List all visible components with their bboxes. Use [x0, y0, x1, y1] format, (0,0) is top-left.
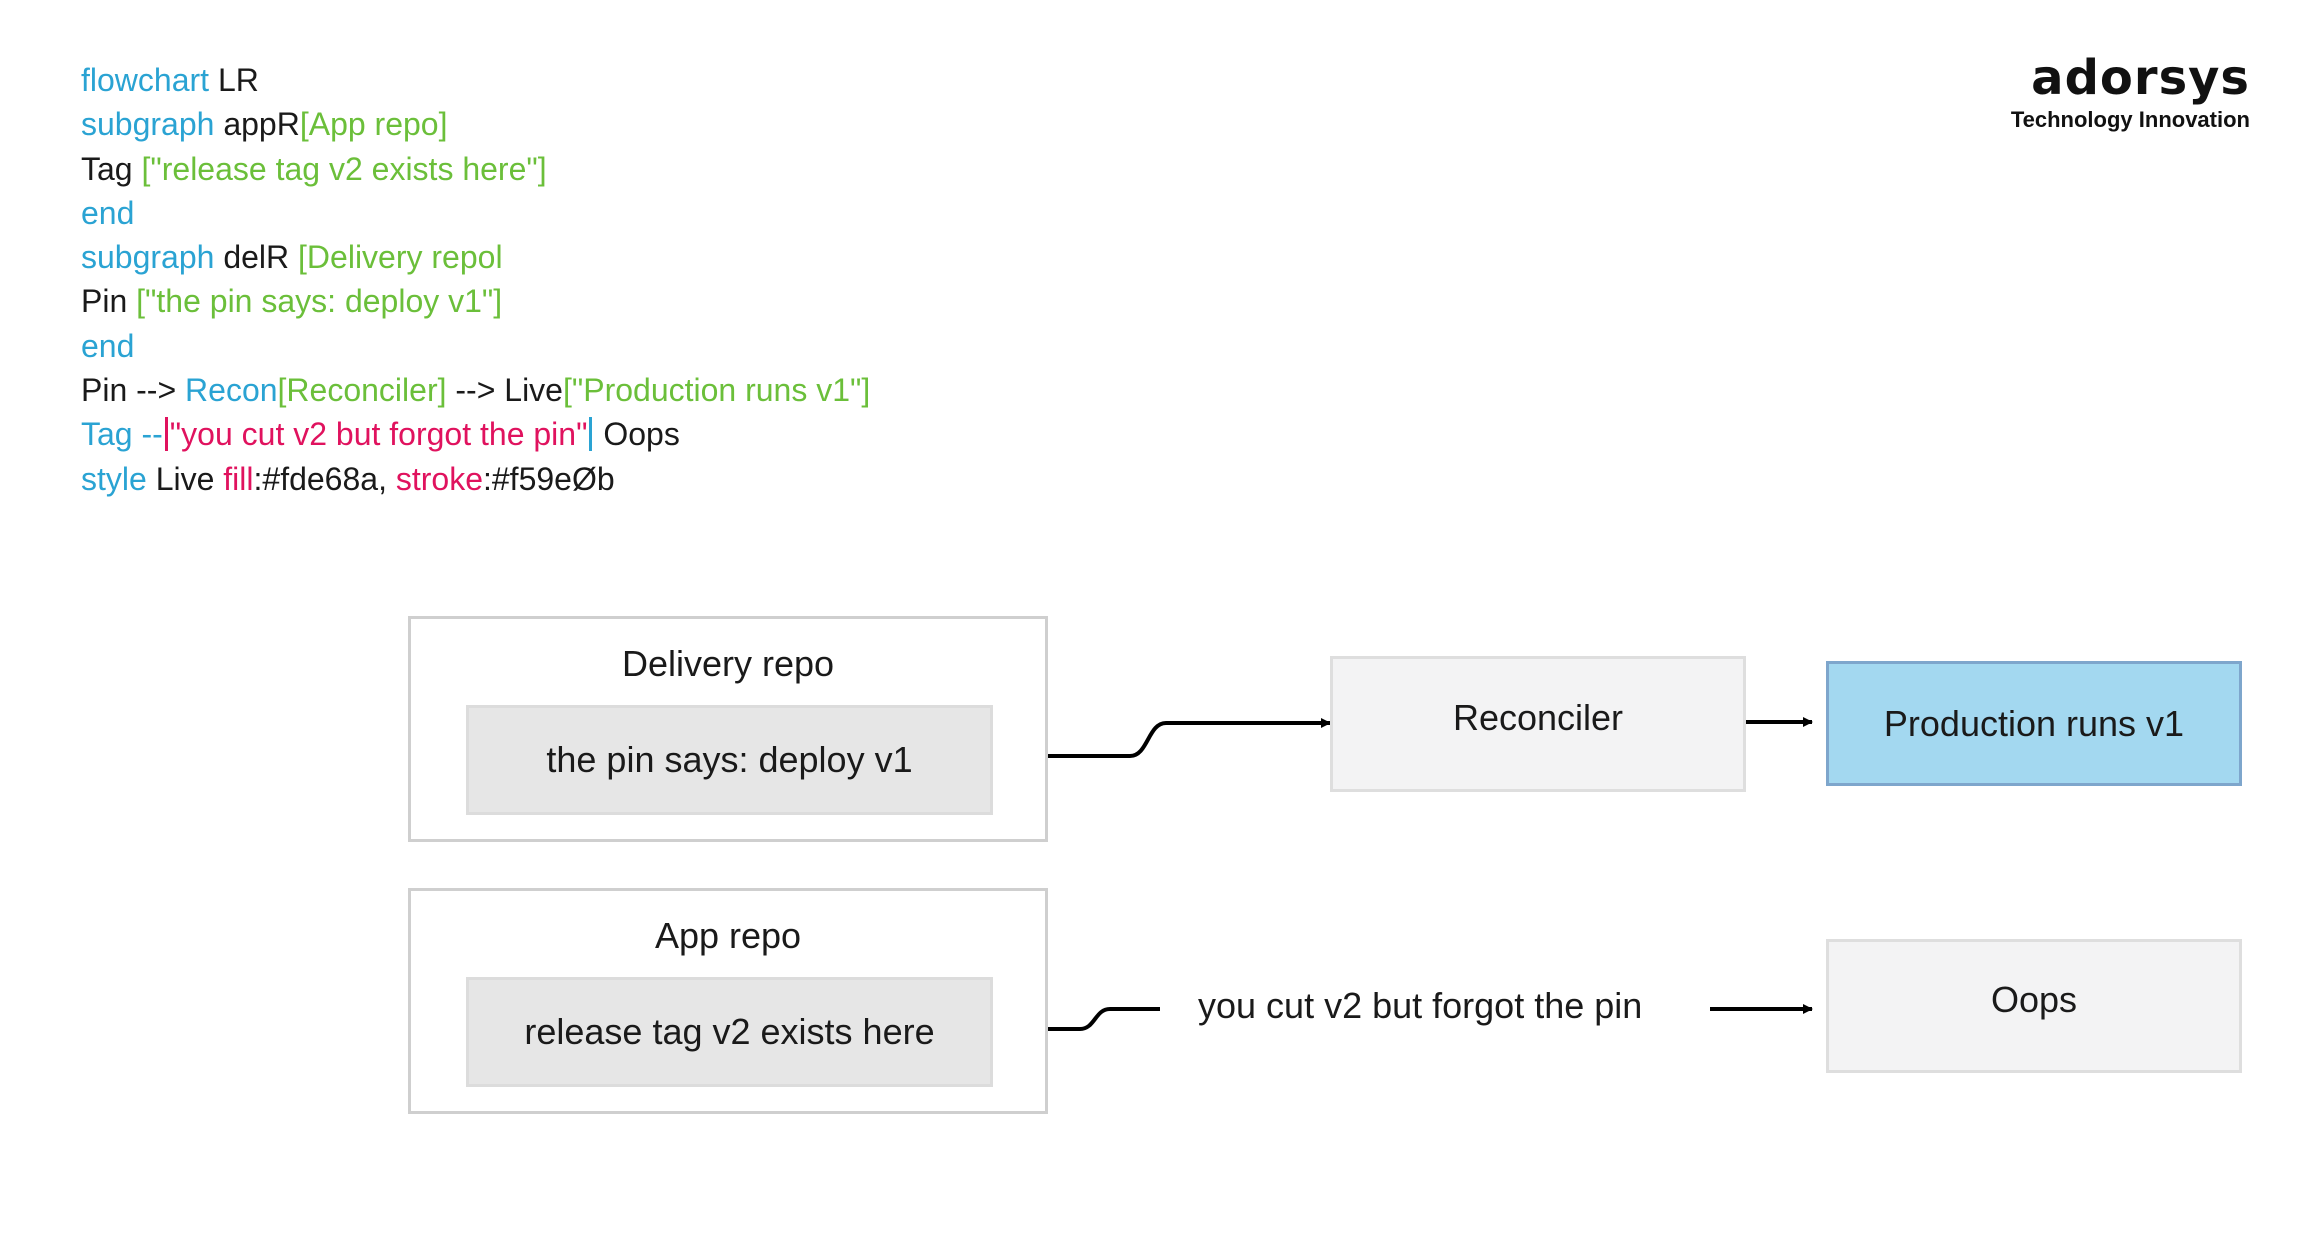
logo-tagline: Technology Innovation	[2010, 107, 2250, 132]
code-token: Pin -->	[81, 372, 186, 409]
code-token: ["release tag v2 exists here"]	[141, 150, 547, 187]
code-token: stroke	[395, 460, 483, 497]
code-token: LR	[209, 62, 259, 98]
oops-label: Oops	[1990, 979, 2078, 1020]
code-token: ["the pin says: deploy v1"]	[136, 283, 503, 320]
code-line: Pin --> Recon[Reconciler] --> Live["Prod…	[81, 368, 870, 412]
code-token: delR	[214, 239, 299, 276]
code-token: ["Production runs v1"]	[562, 372, 871, 409]
app-repo-title: App repo	[654, 915, 802, 956]
code-token: Tag	[81, 150, 142, 187]
code-line: Tag ["release tag v2 exists here"]	[81, 147, 870, 191]
code-token: [Reconciler]	[277, 372, 447, 409]
code-token: :#fde68a,	[253, 460, 396, 497]
code-token: style	[81, 460, 147, 497]
code-line: end	[81, 191, 870, 235]
live-node: Production runs v1	[1826, 661, 2242, 786]
code-line: Tag --"you cut v2 but forgot the pin" Oo…	[81, 412, 870, 456]
code-token: fill	[223, 460, 254, 497]
edge-tag-to-label	[998, 1007, 1160, 1031]
code-token: flowchart	[81, 62, 210, 98]
code-token: end	[81, 327, 135, 364]
logo-wordmark: adorsys	[2031, 50, 2250, 106]
code-token: Pin	[81, 283, 137, 320]
delivery-repo-title: Delivery repo	[621, 643, 835, 684]
tag-node: release tag v2 exists here	[466, 977, 993, 1087]
code-line: style Live fill:#fde68a, stroke:#f59eØb	[81, 457, 870, 501]
logo: adorsys Technology Innovation	[1980, 52, 2250, 134]
edge-label-forgot-pin: you cut v2 but forgot the pin	[1192, 985, 1649, 1027]
pin-node-label: the pin says: deploy v1	[546, 739, 913, 780]
tag-node-label: release tag v2 exists here	[524, 1011, 935, 1052]
code-token: appR	[214, 106, 300, 143]
reconciler-node: Reconciler	[1330, 656, 1746, 792]
code-token: "you cut v2 but forgot the pin"	[169, 416, 588, 453]
code-token: Oops	[594, 416, 680, 453]
reconciler-label: Reconciler	[1452, 697, 1624, 738]
code-token: [App repo]	[299, 106, 448, 143]
code-token: Live	[146, 460, 224, 497]
code-line: subgraph delR [Delivery repol	[81, 235, 870, 279]
text-cursor-mark	[589, 417, 593, 452]
code-token: end	[81, 194, 135, 231]
code-token: subgraph	[81, 106, 215, 143]
live-label: Production runs v1	[1883, 702, 2185, 744]
code-token: [Delivery repol	[298, 239, 503, 276]
code-token: :#f59eØb	[482, 460, 615, 497]
code-token: --> Live	[446, 372, 563, 409]
code-token: Tag --	[81, 416, 163, 453]
pin-node: the pin says: deploy v1	[466, 705, 993, 815]
text-cursor-mark	[164, 417, 168, 452]
edge-pin-to-reconciler	[998, 718, 1331, 758]
code-line: subgraph appR[App repo]	[81, 102, 870, 146]
code-line: flowchart LR	[81, 58, 870, 102]
code-token: Recon	[185, 372, 278, 409]
code-line: Pin ["the pin says: deploy v1"]	[81, 279, 870, 323]
code-token: subgraph	[81, 239, 215, 276]
oops-node: Oops	[1826, 939, 2242, 1073]
code-line: end	[81, 324, 870, 368]
